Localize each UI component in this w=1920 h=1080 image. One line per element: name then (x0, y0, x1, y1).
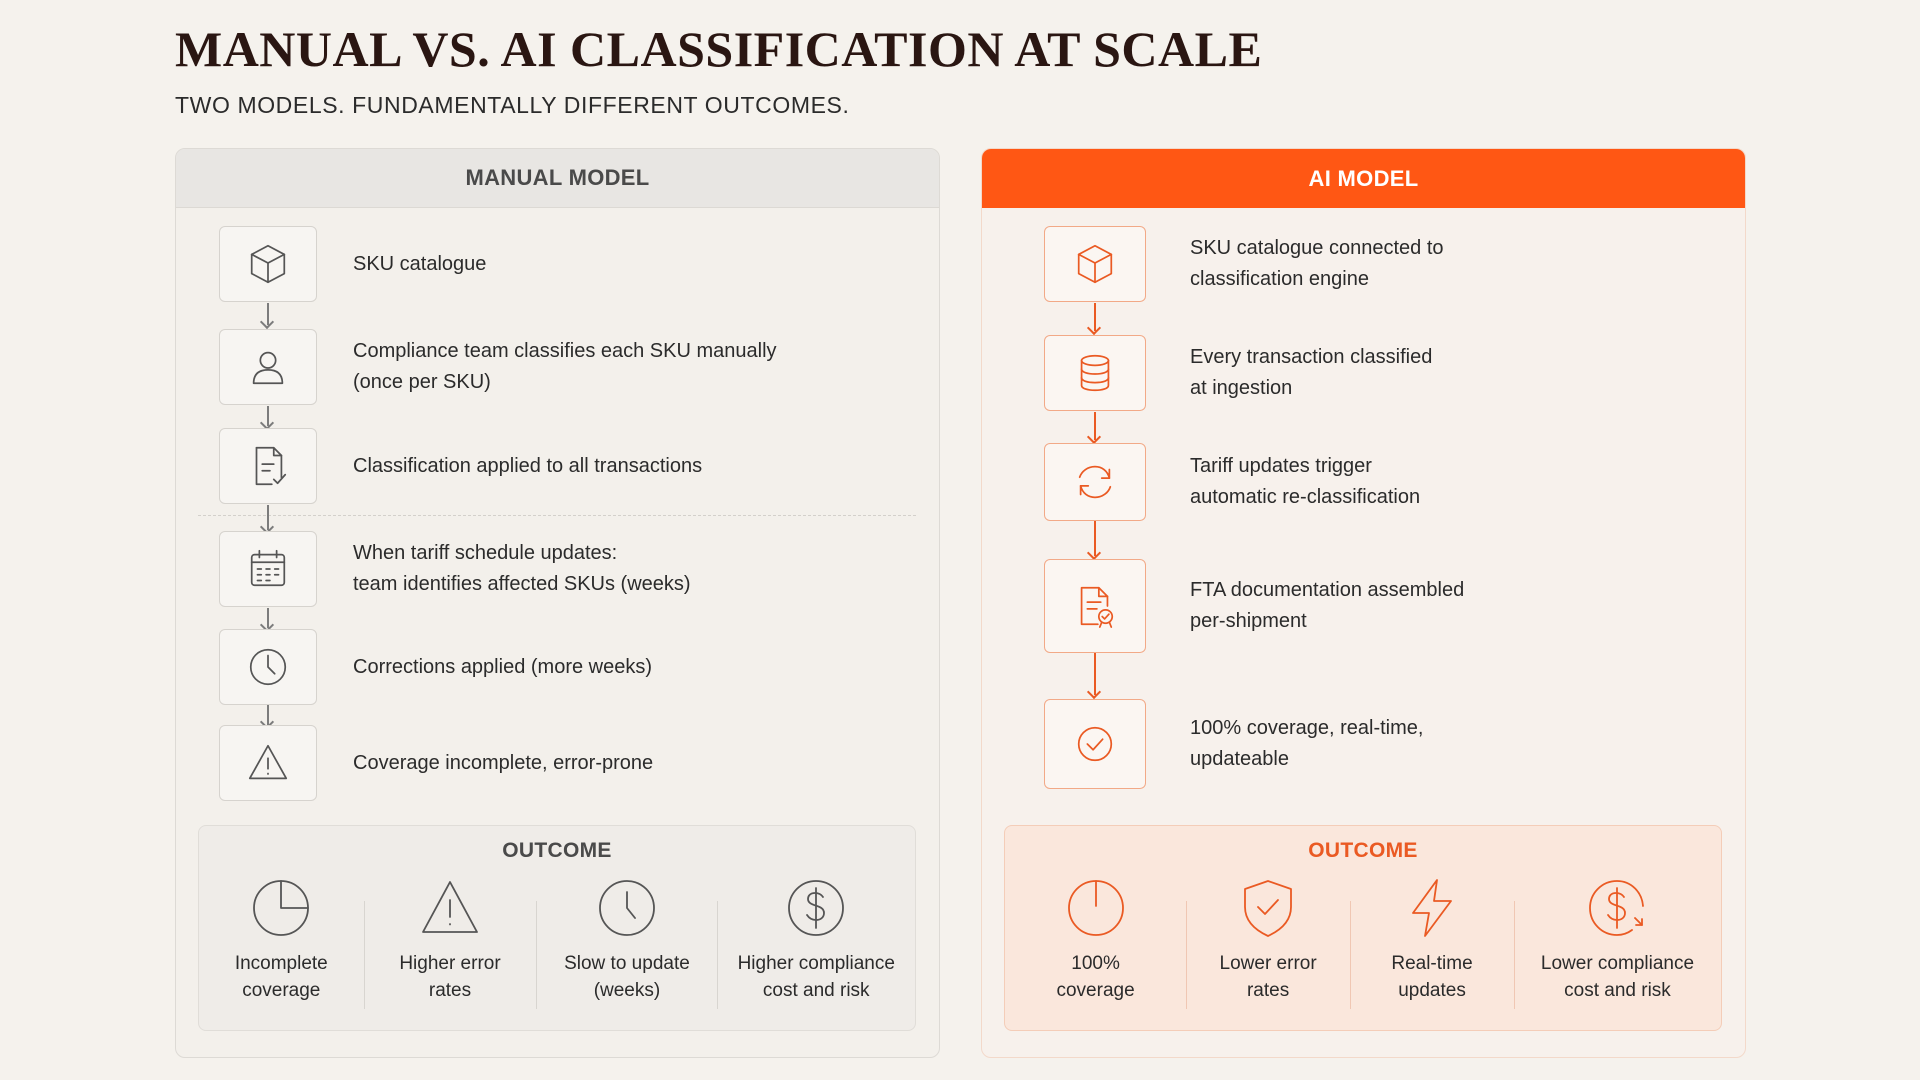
ai-step-tariff-updates: Tariff updates trigger automatic re-clas… (1044, 443, 1420, 521)
flow-arrow (1094, 521, 1096, 556)
database-icon (1080, 354, 1110, 392)
warning-icon (422, 881, 478, 933)
page-title: MANUAL VS. AI CLASSIFICATION AT SCALE (175, 21, 1263, 77)
manual-outcome-item: Higher error rates (363, 876, 537, 1016)
ai-model-panel: AI MODEL SKU catalogue connected to clas… (981, 148, 1746, 1058)
check-circle-icon (1077, 726, 1113, 762)
calendar-icon (250, 549, 286, 587)
ai-outcome-item: 100% coverage (1005, 876, 1186, 1016)
certificate-document-icon (1080, 586, 1114, 628)
box-icon (1077, 244, 1113, 284)
manual-outcome-box: OUTCOME Incomplete coverage Higher error… (198, 825, 916, 1031)
page-subtitle: TWO MODELS. FUNDAMENTALLY DIFFERENT OUTC… (175, 92, 850, 118)
manual-step-text: Coverage incomplete, error-prone (353, 751, 654, 774)
manual-outcome-title: OUTCOME (502, 839, 612, 862)
manual-step-text: Classification applied to all transactio… (353, 454, 703, 477)
manual-model-header: MANUAL MODEL (176, 149, 939, 208)
lightning-icon (1412, 879, 1452, 937)
document-check-icon (255, 446, 287, 486)
ai-outcome-item: Real-time updates (1350, 876, 1514, 1016)
dollar-down-icon (1589, 880, 1645, 936)
flow-arrow (1094, 303, 1096, 331)
person-icon (252, 351, 284, 385)
ai-outcome-item: Lower compliance cost and risk (1513, 876, 1721, 1016)
manual-step-classification-applied: Classification applied to all transactio… (219, 428, 702, 504)
flow-arrow (267, 608, 269, 628)
shield-check-icon (1244, 880, 1293, 937)
manual-step-text: Corrections applied (more weeks) (353, 655, 653, 678)
flow-arrow (1094, 412, 1096, 440)
section-divider (198, 515, 916, 516)
manual-step-text: SKU catalogue (353, 252, 487, 275)
refresh-icon (1078, 465, 1112, 499)
box-icon (250, 244, 286, 284)
ai-step-text: SKU catalogue connected to classificatio… (1190, 237, 1444, 290)
ai-step-sku-catalogue: SKU catalogue connected to classificatio… (1044, 226, 1444, 302)
ai-outcome-title: OUTCOME (1308, 839, 1418, 862)
flow-arrow (267, 705, 269, 725)
ai-step-every-transaction: Every transaction classified at ingestio… (1044, 335, 1432, 411)
clock-icon (599, 880, 655, 936)
manual-outcome-item: Higher compliance cost and risk (717, 876, 915, 1016)
ai-step-full-coverage: 100% coverage, real-time, updateable (1044, 699, 1423, 789)
clock-icon (249, 648, 287, 686)
dollar-icon (788, 880, 845, 936)
ai-model-header: AI MODEL (982, 149, 1745, 208)
manual-step-corrections: Corrections applied (more weeks) (219, 629, 652, 705)
ai-step-text: Every transaction classified at ingestio… (1190, 346, 1433, 399)
manual-step-text: When tariff schedule updates: team ident… (353, 542, 691, 595)
manual-outcome-item: Incomplete coverage (199, 876, 364, 1016)
manual-model-panel: MANUAL MODEL SKU catalogue Compliance te… (175, 148, 940, 1058)
manual-outcome-item: Slow to update (weeks) (536, 876, 717, 1016)
ai-step-fta-documentation: FTA documentation assembled per-shipment (1044, 559, 1464, 653)
pie-chart-icon (253, 880, 310, 936)
manual-step-coverage-incomplete: Coverage incomplete, error-prone (219, 725, 653, 801)
ai-step-text: Tariff updates trigger automatic re-clas… (1190, 455, 1421, 508)
flow-arrow (267, 303, 269, 325)
flow-arrow (1094, 653, 1096, 695)
manual-step-text: Compliance team classifies each SKU manu… (353, 340, 777, 393)
ai-outcome-item: Lower error rates (1186, 876, 1350, 1016)
ai-outcome-box: OUTCOME 100% coverage Lower error rates … (1004, 825, 1722, 1031)
full-circle-icon (1067, 880, 1124, 936)
manual-step-tariff-update: When tariff schedule updates: team ident… (219, 531, 691, 607)
flow-arrow (267, 505, 269, 530)
manual-step-sku-catalogue: SKU catalogue (219, 226, 486, 302)
warning-icon (248, 744, 288, 780)
ai-step-text: 100% coverage, real-time, updateable (1190, 717, 1424, 770)
flow-arrow (267, 406, 269, 426)
ai-step-text: FTA documentation assembled per-shipment (1190, 579, 1465, 632)
manual-step-compliance-team: Compliance team classifies each SKU manu… (219, 329, 777, 405)
